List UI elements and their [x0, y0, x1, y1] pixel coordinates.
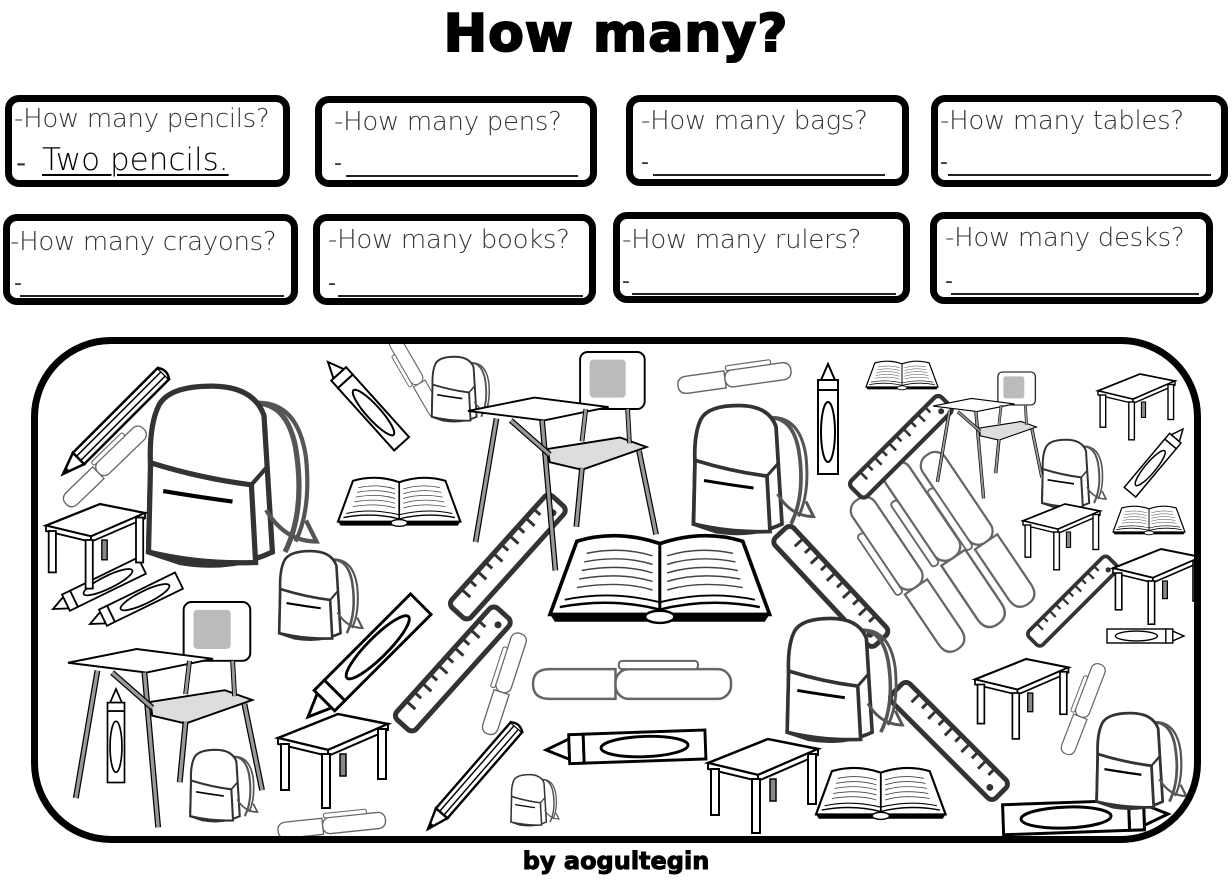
- backpack-icon: [149, 386, 317, 565]
- answer-dash: -: [940, 150, 948, 175]
- question-text: -How many desks?: [945, 223, 1185, 253]
- answer-line[interactable]: [338, 295, 583, 297]
- table-icon: [1111, 547, 1194, 626]
- question-box-bags: -How many bags? -: [626, 95, 909, 186]
- crayon-icon: [544, 728, 708, 766]
- question-box-crayons: -How many crayons? -: [3, 214, 298, 305]
- question-box-pens: -How many pens? -: [315, 96, 597, 187]
- question-box-tables: -How many tables? -: [931, 95, 1228, 187]
- question-text: -How many pens?: [334, 107, 562, 137]
- backpack-icon: [691, 403, 816, 536]
- book-icon: [865, 360, 939, 391]
- pen-icon: [276, 806, 387, 836]
- question-box-books: -How many books? -: [313, 214, 596, 305]
- crayon-icon: [319, 354, 411, 452]
- answer-dash: -: [334, 151, 342, 176]
- table-icon: [1097, 373, 1176, 441]
- answer-line[interactable]: [951, 293, 1199, 295]
- answer-dash: -: [14, 271, 22, 296]
- answer-line[interactable]: [948, 174, 1211, 176]
- book-icon: [336, 476, 462, 528]
- table-icon: [276, 712, 390, 810]
- book-icon: [548, 533, 772, 625]
- illustration-frame: [31, 337, 1201, 843]
- ruler-icon: [1024, 552, 1122, 650]
- pen-icon: [531, 659, 733, 701]
- school-supplies-illustration: [44, 344, 1194, 836]
- table-icon: [1022, 503, 1101, 571]
- answer-text[interactable]: Two pencils.: [42, 142, 229, 178]
- answer-line[interactable]: [20, 295, 284, 297]
- answer-line[interactable]: [653, 174, 885, 176]
- answer-dash: -: [16, 146, 27, 179]
- crayon-icon: [1106, 628, 1185, 644]
- answer-dash: -: [622, 269, 630, 294]
- pen-icon: [675, 356, 793, 396]
- question-text: -How many bags?: [641, 106, 868, 136]
- question-text: -How many books?: [328, 225, 570, 255]
- backpack-icon: [510, 773, 560, 827]
- backpack-icon: [1040, 438, 1108, 509]
- backpack-icon: [277, 549, 364, 641]
- question-text: -How many tables?: [940, 106, 1184, 136]
- question-box-rulers: -How many rulers? -: [613, 212, 910, 303]
- crayon-icon: [817, 363, 839, 475]
- answer-line[interactable]: [346, 175, 578, 177]
- author-credit: by aogultegin: [522, 847, 710, 876]
- table-icon: [973, 657, 1070, 740]
- worksheet-title: How many?: [443, 3, 789, 65]
- answer-dash: -: [945, 269, 953, 294]
- backpack-icon: [189, 748, 259, 823]
- question-box-desks: -How many desks? -: [930, 212, 1213, 304]
- table-icon: [706, 737, 820, 835]
- question-text: -How many pencils?: [14, 104, 270, 134]
- answer-dash: -: [641, 150, 649, 175]
- question-text: -How many rulers?: [622, 225, 862, 255]
- crayon-icon: [106, 688, 126, 784]
- pencil-icon: [421, 718, 526, 836]
- book-icon: [814, 766, 947, 821]
- question-text: -How many crayons?: [10, 227, 277, 257]
- question-box-pencils: -How many pencils? - Two pencils.: [5, 95, 290, 187]
- book-icon: [1112, 505, 1186, 536]
- answer-dash: -: [328, 271, 336, 296]
- backpack-icon: [1095, 711, 1188, 810]
- answer-line[interactable]: [632, 293, 896, 295]
